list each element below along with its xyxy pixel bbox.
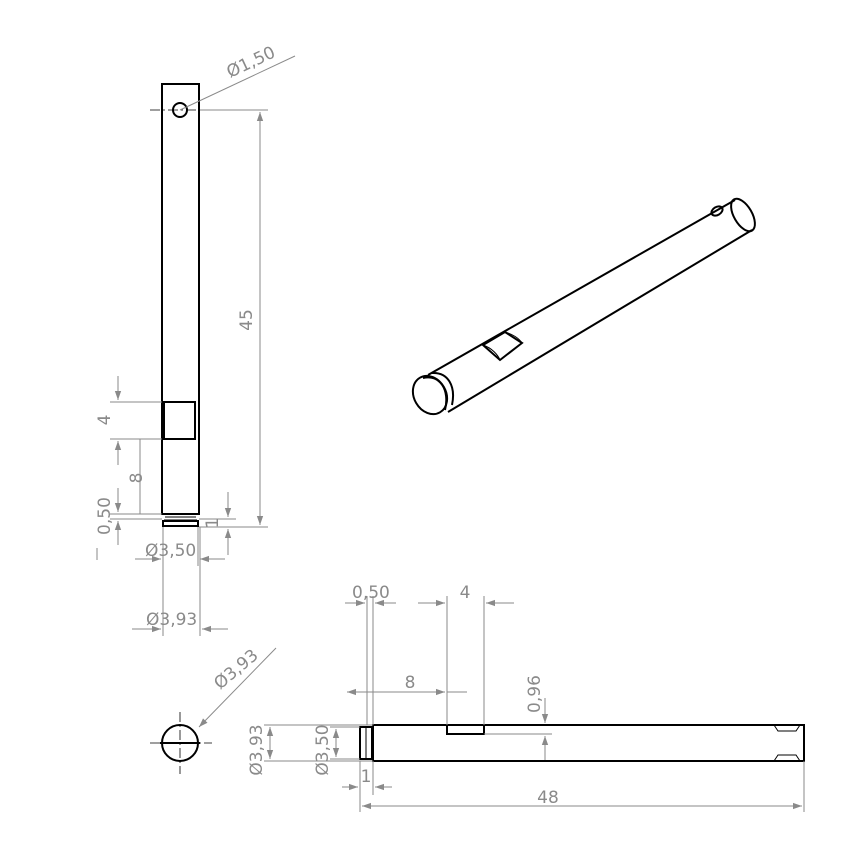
hole-dia-leader [179,55,296,111]
iso-key-flat [481,330,524,362]
side-depth-label: 0,96 [525,675,545,713]
iso-flat-curve-1 [482,344,501,361]
side-total-label: 48 [537,788,559,808]
groove-width-label: 0,50 [95,497,115,535]
side-offset-label: 8 [405,673,416,693]
side-view: 0,50 4 8 0,96 Ø3,93 Ø3,50 1 [247,583,805,812]
front-view: Ø1,50 45 4 8 0,50 1 Ø3,50 [95,43,296,636]
shaft-dia-label: Ø3,93 [146,610,197,630]
iso-far-end [730,197,756,233]
dim45-label: 45 [237,309,257,331]
side-tip-label: Ø3,50 [313,724,333,775]
side-groove-label: 0,50 [352,583,390,603]
iso-bottom-edge [447,229,753,413]
tip-end [162,520,199,527]
flat-length-label: 4 [95,415,115,426]
side-hole-bottom [773,754,801,762]
isometric-view [411,197,756,416]
side-dia-label: Ø3,93 [247,724,267,775]
flat-offset-label: 8 [127,473,147,484]
iso-cross-hole [710,205,724,217]
iso-top-edge [427,199,736,376]
end-length-label: 1 [203,518,223,529]
side-end-label: 1 [361,767,372,787]
key-flat [163,401,196,440]
front-shaft-body [161,83,200,515]
side-shaft-body [372,724,805,762]
end-view-leader [198,647,277,728]
iso-groove-1 [422,376,448,411]
iso-groove-2 [431,371,454,406]
side-key-flat [446,724,485,735]
iso-flat-curve-2 [504,331,523,344]
side-hole-top [773,724,801,732]
side-flat-label: 4 [460,583,471,603]
tip-dia-label: Ø3,50 [145,541,196,561]
